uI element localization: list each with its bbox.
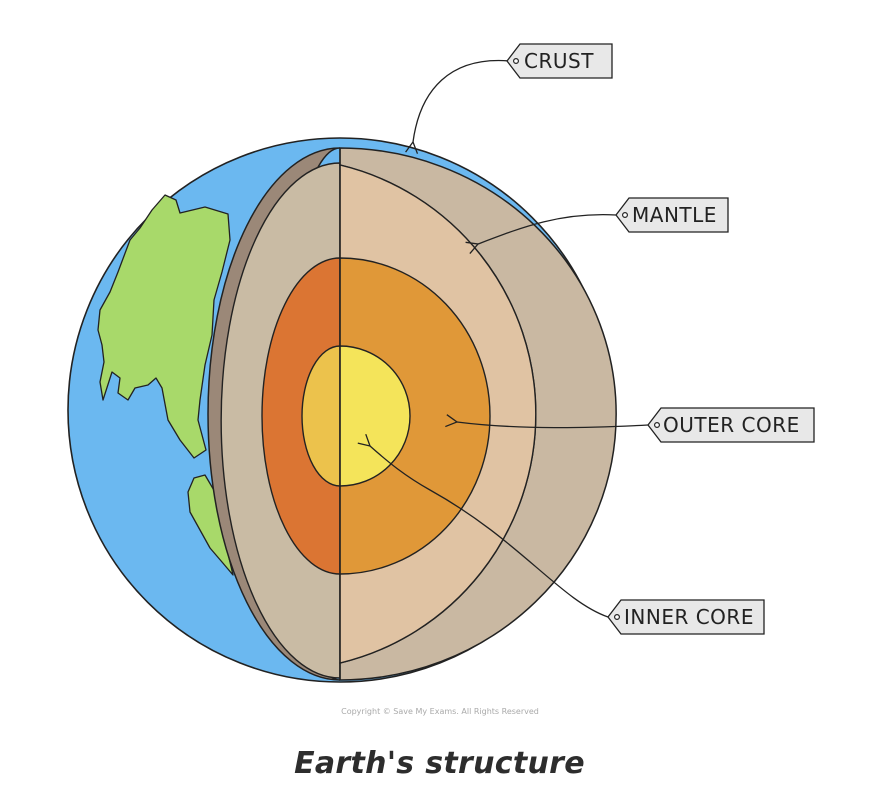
leader-lines	[357, 59, 649, 618]
continents	[97, 194, 234, 576]
copyright-text: Copyright © Save My Exams. All Rights Re…	[341, 707, 539, 716]
label-mantle: MANTLE	[615, 197, 729, 233]
cross-section	[207, 147, 617, 681]
figure-caption: Earth's structure	[294, 746, 585, 781]
outer-core-left	[261, 257, 341, 575]
continent-north	[97, 194, 231, 459]
crust-label-text: CRUST	[524, 49, 594, 73]
inner-core-label-text: INNER CORE	[624, 605, 754, 629]
outer-core-label-text: OUTER CORE	[663, 413, 800, 437]
inner-core-right	[339, 345, 411, 487]
inner-core-left	[301, 345, 341, 487]
label-inner-core: INNER CORE	[607, 599, 765, 635]
outer-core-right	[339, 257, 491, 575]
outer-core-leader	[445, 414, 649, 429]
label-crust: CRUST	[506, 43, 613, 79]
crust-leader	[405, 59, 511, 154]
mantle-label-text: MANTLE	[632, 203, 717, 227]
label-outer-core: OUTER CORE	[647, 407, 815, 443]
inner-core-leader	[357, 433, 609, 618]
earth-structure-diagram: CRUST MANTLE OUTER CORE INNER CORE Copyr…	[67, 43, 815, 716]
mantle-leader	[465, 213, 617, 254]
